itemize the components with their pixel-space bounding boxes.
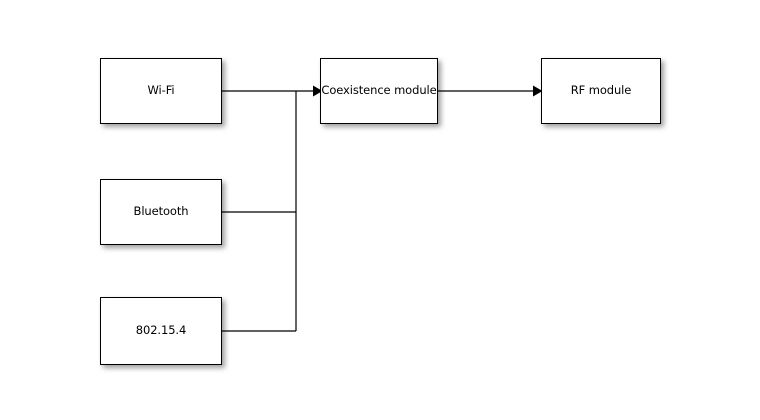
node-wifi-label: Wi-Fi xyxy=(147,83,175,98)
node-rf-module-label: RF module xyxy=(570,83,632,98)
arrowhead-icon-coexistence-input xyxy=(313,85,323,97)
node-wifi[interactable]: Wi-Fi xyxy=(100,58,222,124)
edge-coexistence-to-rf xyxy=(438,85,543,97)
node-bluetooth[interactable]: Bluetooth xyxy=(100,179,222,245)
edge-wifi-to-coexistence xyxy=(222,85,323,97)
node-802154[interactable]: 802.15.4 xyxy=(100,297,222,365)
node-bluetooth-label: Bluetooth xyxy=(133,204,189,219)
node-rf-module[interactable]: RF module xyxy=(541,58,661,124)
node-802154-label: 802.15.4 xyxy=(135,323,187,338)
node-coexistence-module-label: Coexistence module xyxy=(321,83,437,98)
arrowhead-icon-rf-input xyxy=(533,85,543,97)
node-coexistence-module[interactable]: Coexistence module xyxy=(320,58,438,124)
